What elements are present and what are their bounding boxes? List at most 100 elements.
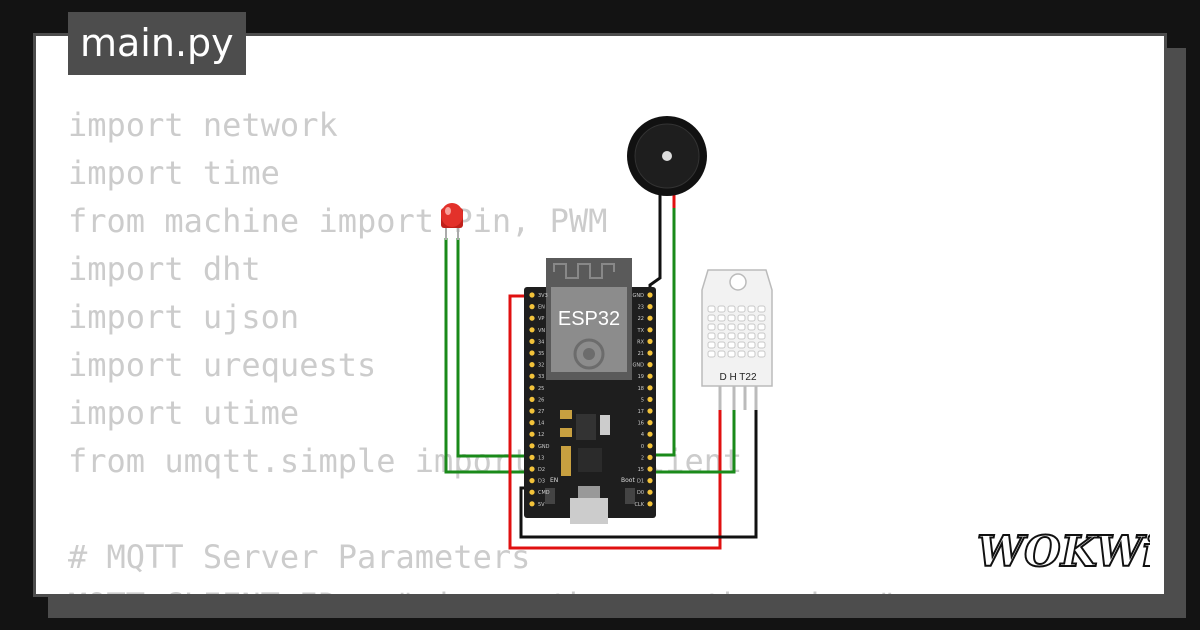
pin[interactable] (529, 362, 535, 368)
dht-vent-slot (717, 314, 726, 322)
pin[interactable] (529, 443, 535, 449)
pin[interactable] (647, 396, 653, 402)
pin-label: 23 (638, 305, 644, 311)
pin[interactable] (529, 292, 535, 298)
pin[interactable] (647, 454, 653, 460)
dht-vent-slot (747, 314, 756, 322)
pin-label: EN (538, 305, 545, 311)
pin[interactable] (529, 408, 535, 414)
pin[interactable] (647, 350, 653, 356)
pin[interactable] (529, 431, 535, 437)
wire-green-led-2 (456, 238, 532, 458)
pin[interactable] (647, 292, 653, 298)
pin-label: VN (538, 328, 545, 334)
pin[interactable] (647, 362, 653, 368)
button-en-label: EN (550, 477, 558, 484)
pin-label: 3V3 (538, 293, 548, 299)
pin[interactable] (529, 501, 535, 507)
dht-vent-slot (737, 341, 746, 349)
esp32-board[interactable]: ESP32 EN Boot 3V3ENVPVN34353233252627141… (524, 258, 656, 524)
pin[interactable] (529, 338, 535, 344)
pin-label: 2 (641, 455, 644, 461)
dht-vent-slot (757, 305, 766, 313)
dht-vent-slot (707, 314, 716, 322)
pin-label: VP (538, 316, 544, 322)
pin[interactable] (647, 420, 653, 426)
dht-label: D H T22 (719, 372, 756, 383)
dht-vent-slot (737, 314, 746, 322)
pin[interactable] (647, 431, 653, 437)
dht-vent-slot (757, 314, 766, 322)
dht-vent-slot (737, 323, 746, 331)
pin[interactable] (647, 501, 653, 507)
pin-header-left: 3V3ENVPVN343532332526271412GND13D2D3CMD5… (529, 292, 550, 508)
code-line: import urequests (68, 346, 377, 384)
file-tab[interactable]: main.py (68, 12, 246, 75)
dht-vent-slot (747, 305, 756, 313)
pin[interactable] (647, 478, 653, 484)
pin[interactable] (647, 408, 653, 414)
pin-label: 5V (538, 502, 545, 508)
dht-vent-slot (707, 305, 716, 313)
pin-label: 26 (538, 397, 544, 403)
dht-vent-slot (717, 332, 726, 340)
pin[interactable] (647, 315, 653, 321)
pin-label: 19 (638, 374, 644, 380)
pin[interactable] (647, 489, 653, 495)
pin-label: D0 (637, 490, 644, 496)
dht-vent-slot (707, 350, 716, 358)
pin-label: RX (637, 339, 644, 345)
pin-label: 32 (538, 363, 544, 369)
pin[interactable] (529, 385, 535, 391)
pin[interactable] (647, 304, 653, 310)
pin[interactable] (647, 443, 653, 449)
pin-label: 0 (641, 444, 644, 450)
pin[interactable] (529, 489, 535, 495)
dht-vent-slot (747, 332, 756, 340)
dht22-sensor[interactable]: D H T22 (701, 269, 773, 410)
pin[interactable] (529, 420, 535, 426)
code-line: MQTT_CLIENT_ID = "micropython-weather-de… (68, 581, 896, 594)
dht-vent-slot (747, 323, 756, 331)
pin-label: GND (633, 293, 645, 299)
buzzer[interactable] (627, 116, 707, 196)
pin-label: 12 (538, 432, 544, 438)
pin[interactable] (647, 373, 653, 379)
pin[interactable] (647, 466, 653, 472)
pin[interactable] (647, 327, 653, 333)
pin-label: 14 (538, 421, 544, 427)
wire-red-3v3 (508, 294, 722, 550)
code-line: # MQTT Server Parameters (68, 538, 531, 576)
pin[interactable] (647, 385, 653, 391)
pin[interactable] (529, 327, 535, 333)
red-led[interactable] (441, 203, 463, 240)
pin-label: CMD (538, 490, 550, 496)
pin[interactable] (529, 466, 535, 472)
pin[interactable] (529, 454, 535, 460)
dht-vent-slot (727, 314, 736, 322)
pin-label: 15 (638, 467, 644, 473)
wokwi-logo: WOKWi (976, 526, 1150, 576)
pin[interactable] (529, 304, 535, 310)
pin-label: 18 (638, 386, 644, 392)
dht-vent-slot (727, 341, 736, 349)
pin-label: 22 (638, 316, 644, 322)
dht-vent-slot (727, 350, 736, 358)
dht-vent-slot (757, 350, 766, 358)
pin[interactable] (529, 373, 535, 379)
pin-label: D1 (637, 479, 644, 485)
pin[interactable] (529, 396, 535, 402)
pin-label: GND (633, 363, 645, 369)
pin-label: 5 (641, 397, 644, 403)
pin-label: 27 (538, 409, 544, 415)
pin-label: 16 (638, 421, 644, 427)
pin[interactable] (647, 338, 653, 344)
pin[interactable] (529, 350, 535, 356)
pin[interactable] (529, 315, 535, 321)
dht-vent-slot (717, 341, 726, 349)
dht-vent-slot (707, 332, 716, 340)
pin[interactable] (529, 478, 535, 484)
wire-dht-data (650, 410, 736, 474)
